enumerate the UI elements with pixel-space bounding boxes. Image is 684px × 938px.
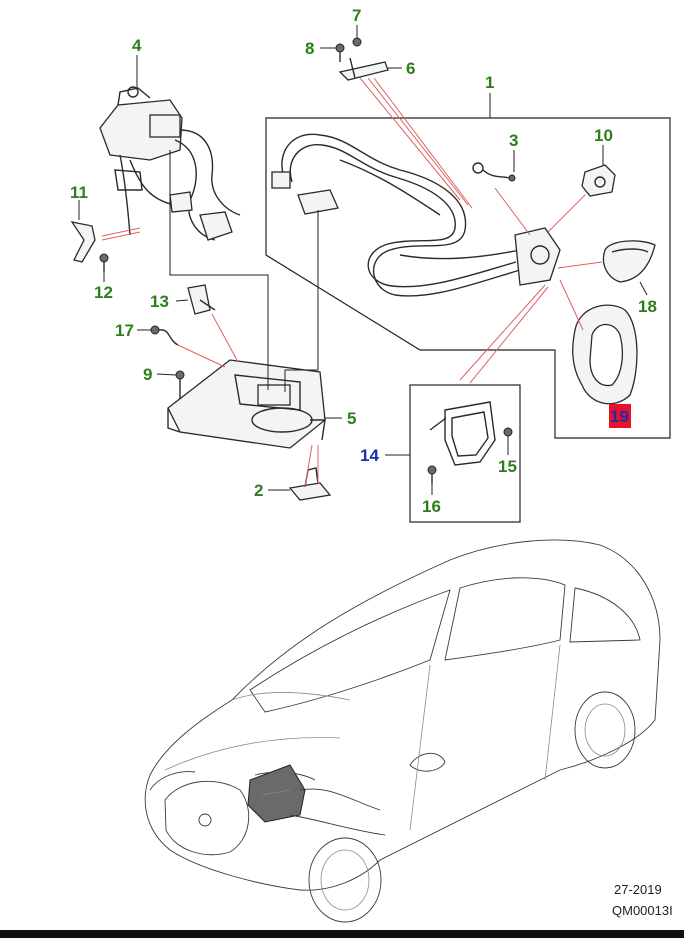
bracket-kit-box [409, 384, 521, 523]
part-18-cover[interactable] [602, 240, 656, 283]
part-17-sensor[interactable] [150, 325, 179, 346]
part-10-actuator[interactable] [581, 164, 616, 197]
connection-lines [169, 150, 319, 392]
callout-11[interactable]: 11 [70, 183, 88, 202]
part-5-charger-module[interactable] [167, 359, 326, 449]
illustration-code: QM00013I [612, 903, 673, 918]
vehicle-illustration [144, 539, 661, 923]
callout-18[interactable]: 18 [638, 297, 657, 316]
callout-leaders [78, 25, 648, 495]
callout-13[interactable]: 13 [150, 292, 169, 311]
part-4-charge-module[interactable] [99, 86, 241, 241]
part-14-bracket[interactable] [429, 401, 496, 466]
part-8-bolt[interactable] [335, 43, 345, 62]
callout-5[interactable]: 5 [347, 409, 356, 428]
part-19-port-surround[interactable] [572, 304, 638, 405]
callout-17[interactable]: 17 [115, 321, 134, 340]
part-1-charge-harness[interactable] [271, 133, 561, 297]
bottom-edge-bar [0, 930, 684, 938]
callout-9[interactable]: 9 [143, 365, 152, 384]
callout-1[interactable]: 1 [485, 73, 494, 92]
date-code: 27-2019 [614, 882, 662, 897]
callout-7[interactable]: 7 [352, 6, 361, 25]
part-13-bracket[interactable] [187, 284, 216, 315]
part-12-bolt[interactable] [99, 253, 109, 272]
callout-2[interactable]: 2 [254, 481, 263, 500]
highlight-box [609, 404, 631, 428]
callout-3[interactable]: 3 [509, 131, 518, 150]
part-6-bracket[interactable] [338, 57, 389, 81]
callout-16[interactable]: 16 [422, 497, 441, 516]
red-leader-lines [101, 77, 603, 488]
callout-19[interactable]: 19 [610, 407, 629, 426]
part-2-bracket[interactable] [288, 467, 332, 501]
callout-15[interactable]: 15 [498, 457, 517, 476]
part-7-nut[interactable] [352, 37, 362, 47]
part-11-bracket[interactable] [70, 221, 96, 263]
callout-14[interactable]: 14 [360, 446, 379, 465]
callout-10[interactable]: 10 [594, 126, 613, 145]
harness-assembly-outline [265, 117, 671, 439]
part-3-sensor[interactable] [472, 162, 516, 182]
callout-4[interactable]: 4 [132, 36, 142, 55]
part-16-bolt[interactable] [427, 465, 437, 484]
callout-6[interactable]: 6 [406, 59, 415, 78]
part-15-nut[interactable] [503, 427, 513, 437]
callout-19-highlight[interactable]: 19 [609, 404, 631, 428]
callout-12[interactable]: 12 [94, 283, 113, 302]
callout-8[interactable]: 8 [305, 39, 314, 58]
